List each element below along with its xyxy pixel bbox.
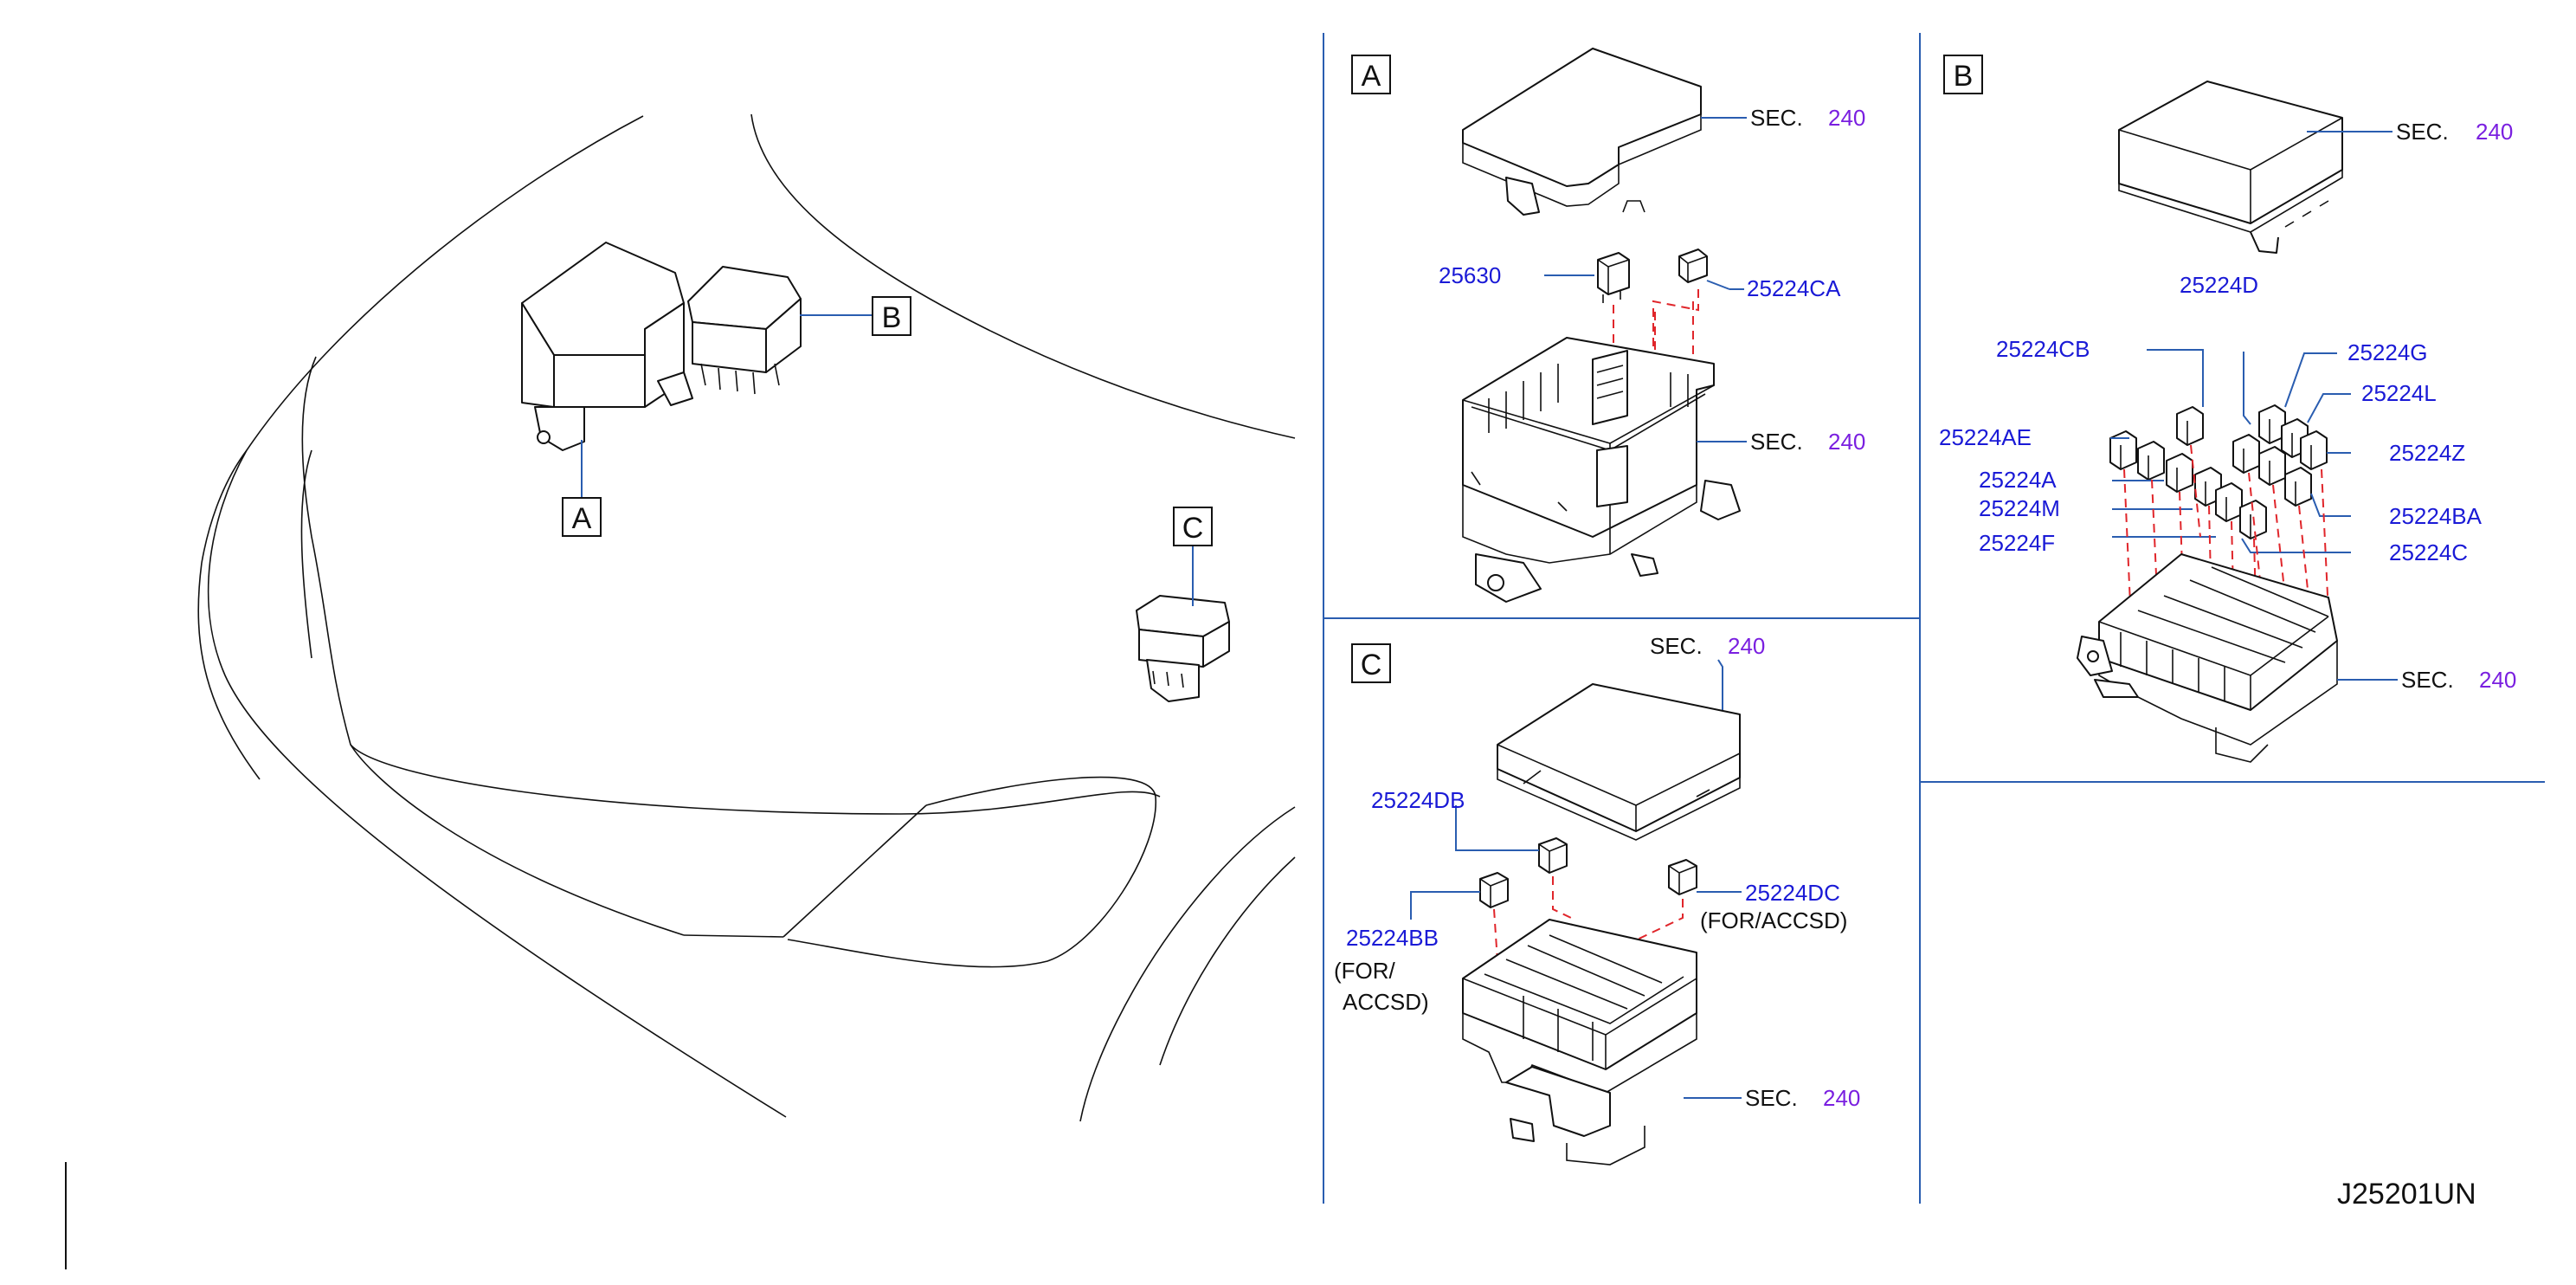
panel-b-base-sec-label: SEC.	[2401, 667, 2454, 693]
panel-b-leaders	[2110, 349, 2351, 553]
panel-a-part-25630: 25630	[1439, 262, 1501, 288]
panel-b-cover-sec-number: 240	[2476, 119, 2513, 145]
panel-c-cover	[1497, 683, 1741, 841]
panel-b-cover	[2118, 81, 2343, 254]
panel-a: A SEC. 240 25630 25224CA	[1351, 48, 1865, 603]
overview-fusebox-c	[1136, 595, 1230, 702]
panel-c-base-sec-number: 240	[1823, 1085, 1860, 1111]
panel-a-relay-25224ca	[1678, 249, 1708, 283]
panel-b-letter: B	[1954, 60, 1974, 93]
panel-a-base-sec-number: 240	[1828, 429, 1865, 455]
panel-c-relay-25224db	[1538, 837, 1568, 874]
vehicle-outline	[197, 113, 1296, 1122]
panel-c-tag	[1351, 643, 1391, 683]
panel-a-base	[1462, 337, 1741, 603]
panel-b-part-25224cb: 25224CB	[1996, 336, 2090, 362]
panel-c-note-bb-1: (FOR/	[1334, 958, 1396, 984]
panel-b-part-25224ae: 25224AE	[1939, 424, 2032, 450]
panel-c-part-25224dc: 25224DC	[1745, 880, 1840, 906]
panel-b-base	[2077, 553, 2338, 763]
panel-a-cover-sec-label: SEC.	[1750, 105, 1803, 131]
callout-letter-a-overview: A	[572, 502, 592, 535]
panel-a-tag	[1351, 55, 1391, 94]
panel-b-relays	[2109, 404, 2328, 539]
callout-box-b-overview	[872, 296, 911, 336]
callout-letter-c-overview: C	[1182, 512, 1204, 545]
panel-b-base-sec-number: 240	[2479, 667, 2516, 693]
panel-c-base	[1462, 919, 1697, 1166]
panel-c-letter: C	[1361, 649, 1382, 681]
panel-a-relay-25630	[1597, 252, 1630, 303]
panel-b-part-25224f: 25224F	[1979, 530, 2055, 556]
panel-a-part-25224ca: 25224CA	[1747, 275, 1841, 301]
panel-c-note-dc: (FOR/ACCSD)	[1700, 907, 1847, 933]
panel-c-part-25224bb: 25224BB	[1346, 925, 1439, 951]
callout-letter-b-overview: B	[882, 301, 902, 334]
callout-box-a-overview	[562, 497, 602, 537]
panel-b-part-25224c: 25224C	[2389, 539, 2468, 565]
panel-c-note-bb-2: ACCSD)	[1343, 989, 1429, 1015]
panel-b-cover-sec-label: SEC.	[2396, 119, 2449, 145]
panel-c-cover-sec-label: SEC.	[1650, 633, 1703, 659]
overview-callouts: B A C	[562, 296, 1213, 606]
figure-id: J25201UN	[2337, 1178, 2476, 1211]
panel-c: C SEC. 240 25224DB 25224DC (FOR/ACCSD)	[1334, 633, 1860, 1166]
panel-b-tag	[1943, 55, 1983, 94]
panel-a-cover-sec-number: 240	[1828, 105, 1865, 131]
callout-box-c-overview	[1173, 507, 1213, 546]
panel-b-part-25224d: 25224D	[2180, 272, 2258, 298]
panel-b-part-25224z: 25224Z	[2389, 440, 2465, 466]
panel-c-base-sec-label: SEC.	[1745, 1085, 1798, 1111]
panel-c-part-25224db: 25224DB	[1371, 787, 1465, 813]
overview-fusebox-a	[521, 242, 693, 451]
panel-b: B SEC. 240	[1939, 55, 2516, 763]
panel-c-relay-25224dc	[1668, 859, 1697, 895]
panel-b-part-25224l: 25224L	[2361, 380, 2437, 406]
panel-b-part-25224g: 25224G	[2347, 339, 2428, 365]
panel-b-part-25224ba: 25224BA	[2389, 503, 2483, 529]
overview-fusebox-b	[687, 266, 802, 395]
panel-c-relay-25224bb	[1479, 872, 1509, 908]
panel-a-base-sec-label: SEC.	[1750, 429, 1803, 455]
panel-c-cover-sec-number: 240	[1728, 633, 1765, 659]
panel-b-part-25224a: 25224A	[1979, 467, 2057, 493]
panel-a-cover	[1462, 48, 1702, 216]
panel-b-part-25224m: 25224M	[1979, 495, 2060, 521]
panel-a-letter: A	[1362, 60, 1381, 93]
